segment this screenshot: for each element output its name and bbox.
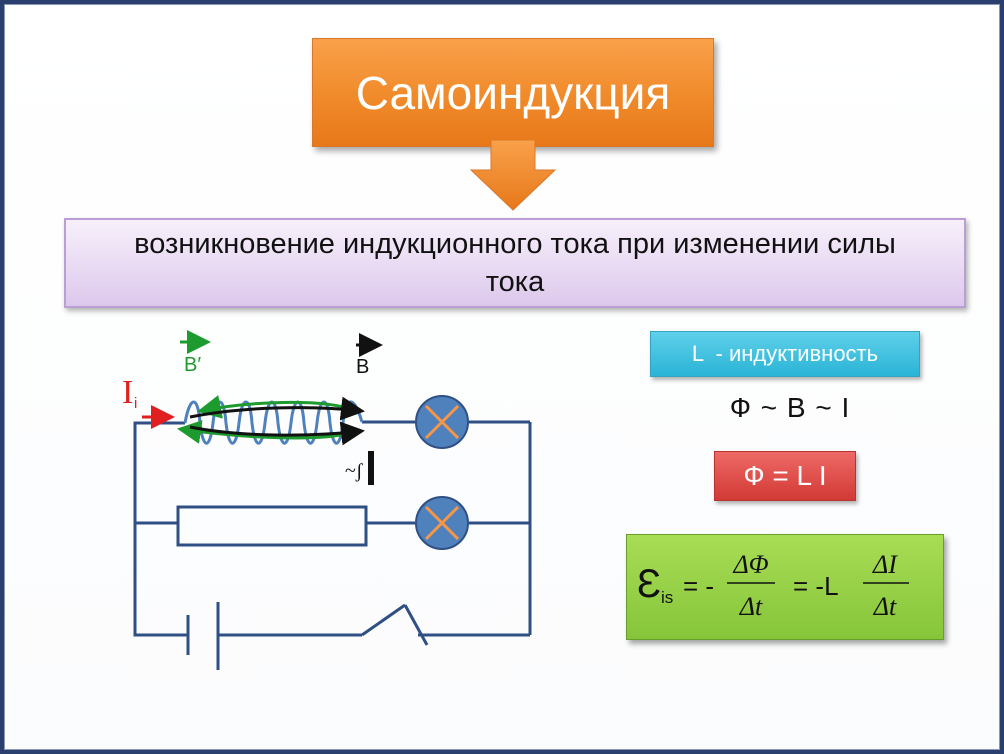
lamp-top-icon [415, 395, 469, 449]
circuit-diagram: I i B′ B ~ʃ [122, 330, 532, 670]
emf-numerator-current: ΔI [872, 550, 898, 579]
slide-title: Самоиндукция [312, 38, 714, 147]
field-lines [177, 395, 365, 446]
emf-epsilon: Ɛ [637, 562, 661, 606]
emf-subscript: is [661, 588, 673, 607]
current-subscript: i [134, 395, 137, 412]
emf-denominator-2: Δt [873, 592, 897, 621]
emf-equals-minus-l: = -L [793, 571, 839, 601]
resistor-icon [176, 505, 368, 547]
inductance-text: L - индуктивность [691, 341, 879, 366]
coil-symbol: ~ʃ [345, 460, 363, 482]
current-symbol: I [122, 374, 133, 411]
emf-formula: Ɛ is = - ΔΦ Δt = -L ΔI Δt [637, 550, 909, 621]
proportionality-formula: Ф ~ B ~ I [729, 392, 851, 423]
definition-box: возникновение индукционного тока при изм… [64, 218, 966, 308]
emf-denominator-1: Δt [739, 592, 763, 621]
circuit-wires [133, 420, 532, 646]
emf-equals-minus: = - [683, 571, 714, 601]
down-arrow-icon [469, 140, 557, 211]
flux-formula-text: Ф = L I [743, 460, 827, 491]
emf-numerator-flux: ΔΦ [732, 550, 768, 579]
b-prime-label: B′ [184, 354, 201, 376]
emf-formula-box: Ɛ is = - ΔΦ Δt = -L ΔI Δt [626, 534, 944, 640]
b-label: B [356, 356, 369, 378]
battery-icon [186, 602, 220, 670]
lamp-bottom-icon [415, 496, 469, 550]
title-text: Самоиндукция [355, 66, 671, 119]
inductance-label: L - индуктивность [650, 331, 920, 377]
flux-formula-box: Ф = L I [714, 451, 856, 501]
core-bar-icon [368, 451, 374, 485]
definition-text: возникновение индукционного тока при изм… [134, 228, 896, 298]
